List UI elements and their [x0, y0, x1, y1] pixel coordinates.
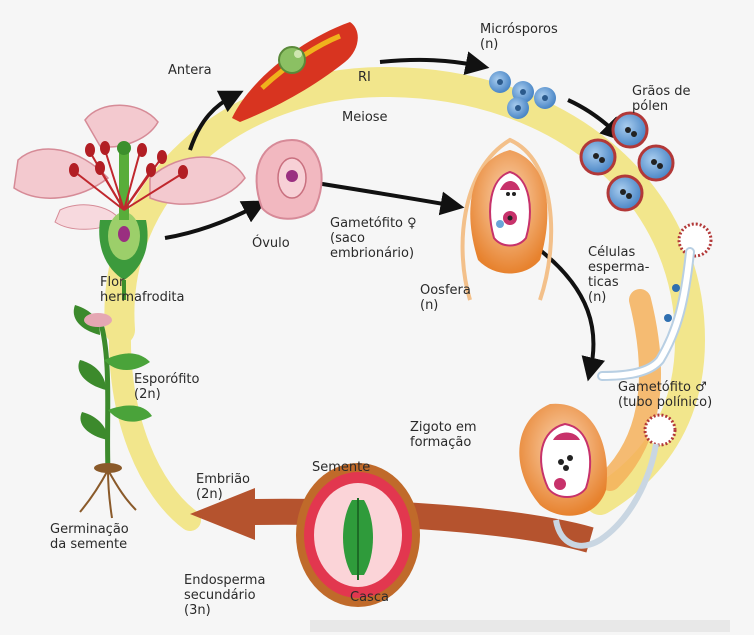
label-embriao: Embrião (2n): [196, 472, 250, 502]
label-flor-hermafrodita: Flor hermafrodita: [100, 275, 185, 305]
seed-illustration: [296, 463, 420, 607]
label-endosperma: Endosperma secundário (3n): [184, 573, 265, 618]
caption-strip: [310, 620, 730, 632]
label-celulas-espermaticas: Células esperma- ticas (n): [588, 245, 649, 305]
label-germinacao: Germinação da semente: [50, 522, 129, 552]
label-graos-de-polen: Grãos de pólen: [632, 84, 691, 114]
label-meiose: Meiose: [342, 110, 388, 125]
label-microsporos: Micrósporos (n): [480, 22, 558, 52]
label-ovulo: Óvulo: [252, 236, 290, 251]
label-esporofito: Esporófito (2n): [134, 372, 199, 402]
label-gametofito-masculino: Gametófito ♂ (tubo polínico): [618, 380, 712, 410]
label-zigoto-em-formacao: Zigoto em formação: [410, 420, 477, 450]
label-oosfera: Oosfera (n): [420, 283, 471, 313]
label-casca: Casca: [350, 590, 389, 605]
label-antera: Antera: [168, 63, 212, 78]
ovule-illustration: [257, 140, 322, 219]
label-gametofito-feminino: Gametófito ♀ (saco embrionário): [330, 216, 417, 261]
label-ri: RI: [358, 70, 371, 85]
embryo-sac-illustration: [463, 140, 552, 300]
label-semente: Semente: [312, 460, 370, 475]
